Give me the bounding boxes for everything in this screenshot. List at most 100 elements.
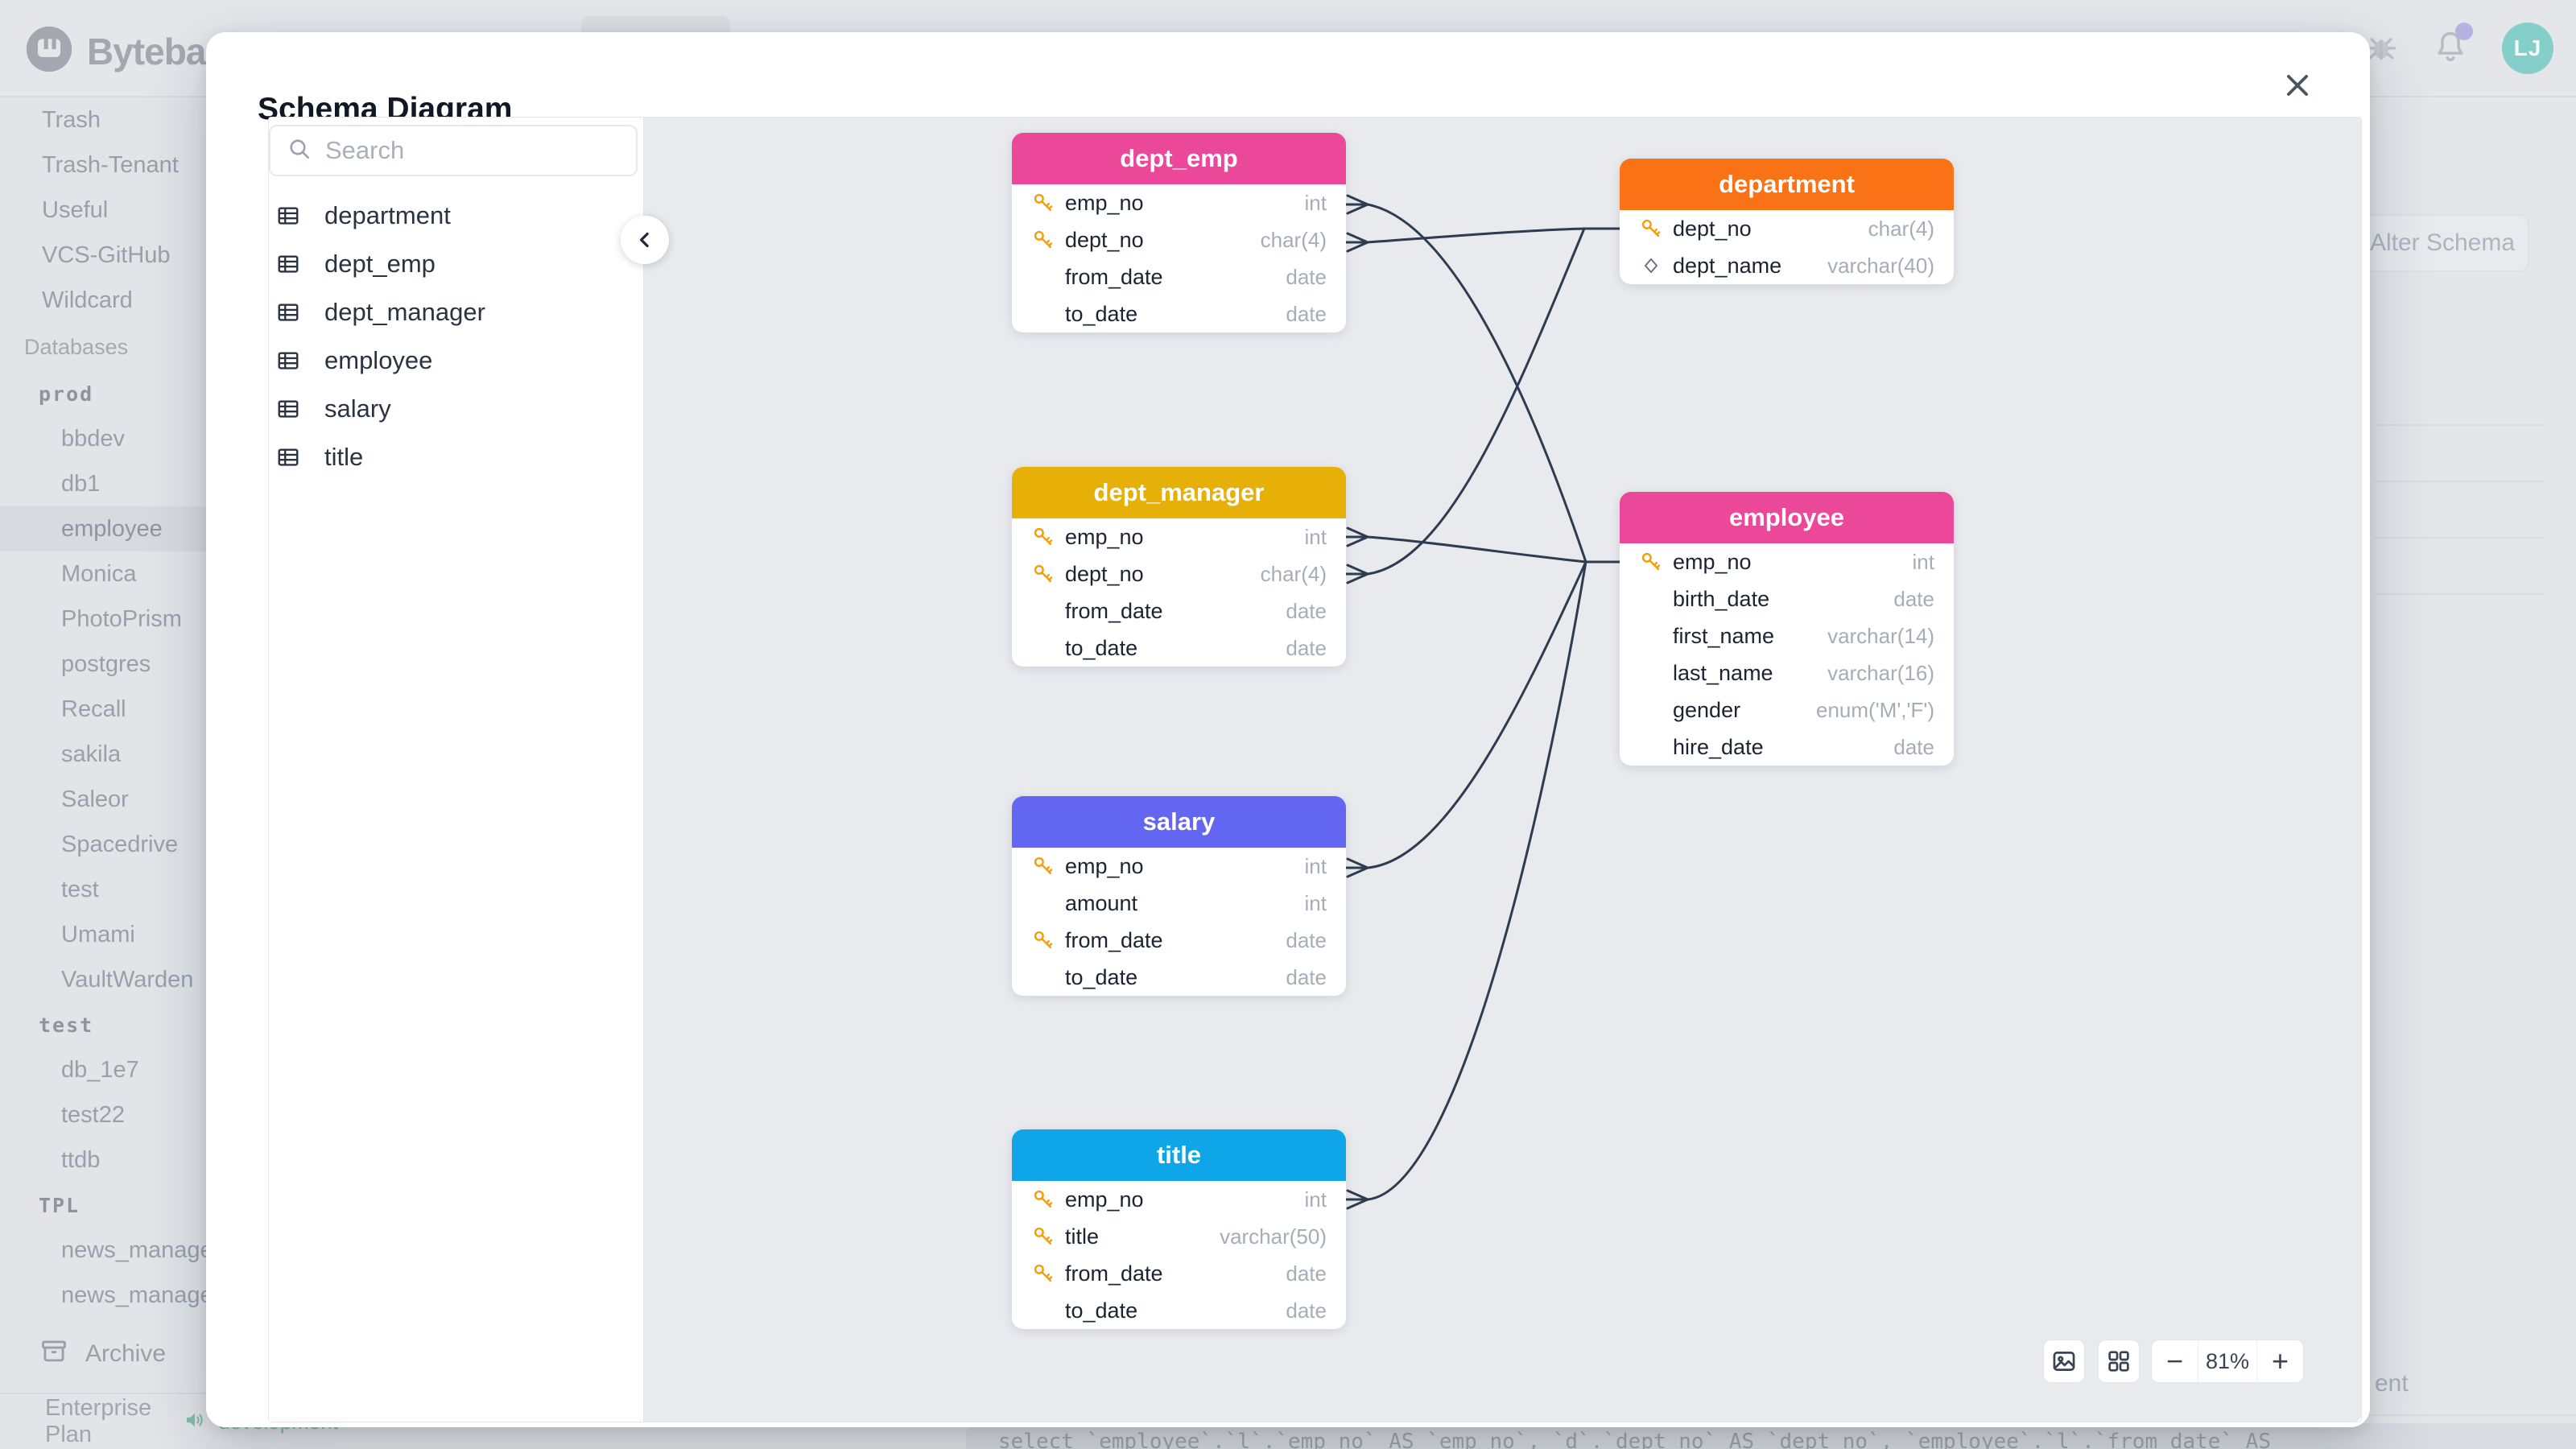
sidebar-item-ttdb[interactable]: ttdb [61, 1146, 101, 1173]
table-card-header[interactable]: salary [1012, 796, 1346, 848]
sidebar-item-db_1e7[interactable]: db_1e7 [61, 1056, 139, 1083]
column-type: varchar(16) [1827, 660, 1934, 685]
sidebar-item-news_manage[interactable]: news_manage [61, 1282, 213, 1308]
sidebar-item-vcs-github[interactable]: VCS-GitHub [42, 242, 171, 268]
bytebase-logo-icon [24, 24, 74, 78]
sidebar-item-photoprism[interactable]: PhotoPrism [61, 605, 182, 632]
column-spacer [1031, 265, 1055, 289]
sidebar-item-saleor[interactable]: Saleor [61, 786, 129, 812]
table-list-label: department [324, 201, 451, 229]
column-type: char(4) [1260, 561, 1327, 586]
column-name: dept_no [1065, 561, 1144, 586]
sql-snippet: select `employee`.`l`.`emp_no` AS `emp_n… [998, 1430, 2271, 1449]
topbar-actions: LJ [2363, 22, 2553, 74]
column-spacer [1639, 624, 1663, 648]
bg-divider [2375, 424, 2544, 426]
sidebar-item-db1[interactable]: db1 [61, 470, 101, 497]
table-icon [276, 445, 300, 469]
search-input[interactable] [325, 136, 599, 165]
primary-key-icon [1639, 550, 1663, 574]
export-image-button[interactable] [2043, 1340, 2085, 1383]
sidebar-item-useful[interactable]: Useful [42, 196, 109, 223]
sidebar-item-bbdev[interactable]: bbdev [61, 425, 126, 452]
column-type: date [1286, 598, 1327, 623]
bug-icon[interactable] [2363, 29, 2399, 68]
column-type: date [1286, 301, 1327, 326]
primary-key-icon [1031, 1224, 1055, 1249]
sidebar-item-vaultwarden[interactable]: VaultWarden [61, 966, 194, 993]
column-type: date [1893, 586, 1934, 611]
table-list-item-salary[interactable]: salary [269, 385, 643, 433]
sidebar-item-trash[interactable]: Trash [42, 106, 101, 133]
notification-dot [2455, 22, 2473, 40]
table-card-header[interactable]: dept_manager [1012, 467, 1346, 518]
archive-label: Archive [85, 1340, 167, 1367]
primary-key-icon [1639, 217, 1663, 241]
auto-layout-button[interactable] [2098, 1340, 2140, 1383]
column-type: int [1304, 853, 1327, 878]
zoom-out-button[interactable]: − [2165, 1344, 2184, 1377]
close-icon[interactable] [2272, 60, 2323, 111]
sidebar-section-databases: Databases [24, 334, 129, 359]
table-list-label: employee [324, 346, 433, 374]
table-list-item-title[interactable]: title [269, 433, 643, 481]
bg-divider [2375, 537, 2544, 539]
zoom-level: 81% [2198, 1340, 2257, 1382]
avatar[interactable]: LJ [2502, 23, 2553, 74]
column-name: from_date [1065, 598, 1163, 623]
column-type: int [1304, 524, 1327, 549]
column-name: emp_no [1065, 853, 1144, 878]
sidebar-item-sakila[interactable]: sakila [61, 741, 122, 767]
table-card-header[interactable]: title [1012, 1129, 1346, 1181]
table-card-header[interactable]: employee [1620, 492, 1954, 543]
sidebar-item-umami[interactable]: Umami [61, 921, 135, 947]
table-list-item-dept_emp[interactable]: dept_emp [269, 240, 643, 288]
sidebar-item-postgres[interactable]: postgres [61, 650, 151, 677]
sidebar-item-recall[interactable]: Recall [61, 696, 126, 722]
sidebar-item-test[interactable]: test [61, 876, 99, 902]
table-list-item-department[interactable]: department [269, 192, 643, 240]
column-type: date [1286, 1261, 1327, 1286]
sidebar-item-archive[interactable]: Archive [0, 1328, 338, 1380]
column-type: date [1286, 964, 1327, 989]
sidebar-item-monica[interactable]: Monica [61, 560, 137, 587]
column-name: to_date [1065, 301, 1138, 326]
table-list-item-employee[interactable]: employee [269, 336, 643, 385]
alter-schema-button[interactable]: Alter Schema [2355, 214, 2529, 272]
column-name: dept_no [1673, 216, 1752, 241]
sidebar-item-news_manage[interactable]: news_manage [61, 1236, 213, 1263]
table-card-header[interactable]: department [1620, 159, 1954, 210]
zoom-in-button[interactable]: + [2271, 1344, 2289, 1377]
sidebar-item-test22[interactable]: test22 [61, 1101, 125, 1128]
column-type: char(4) [1868, 216, 1934, 241]
sidebar-item-wildcard[interactable]: Wildcard [42, 287, 133, 313]
column-name: emp_no [1673, 549, 1752, 574]
sidebar-item-spacedrive[interactable]: Spacedrive [61, 831, 179, 857]
schema-diagram-modal: Schema Diagram departmentdept_empdept_ma… [206, 32, 2370, 1427]
notification-bell-icon[interactable] [2433, 22, 2473, 68]
column-type: char(4) [1260, 227, 1327, 252]
primary-key-icon [1031, 928, 1055, 952]
table-card-header[interactable]: dept_emp [1012, 133, 1346, 184]
table-list-item-dept_manager[interactable]: dept_manager [269, 288, 643, 336]
collapse-panel-button[interactable] [621, 216, 669, 264]
primary-key-icon [1031, 854, 1055, 878]
sidebar-item-trash-tenant[interactable]: Trash-Tenant [42, 151, 179, 178]
column-spacer [1031, 891, 1055, 915]
column-spacer [1639, 587, 1663, 611]
